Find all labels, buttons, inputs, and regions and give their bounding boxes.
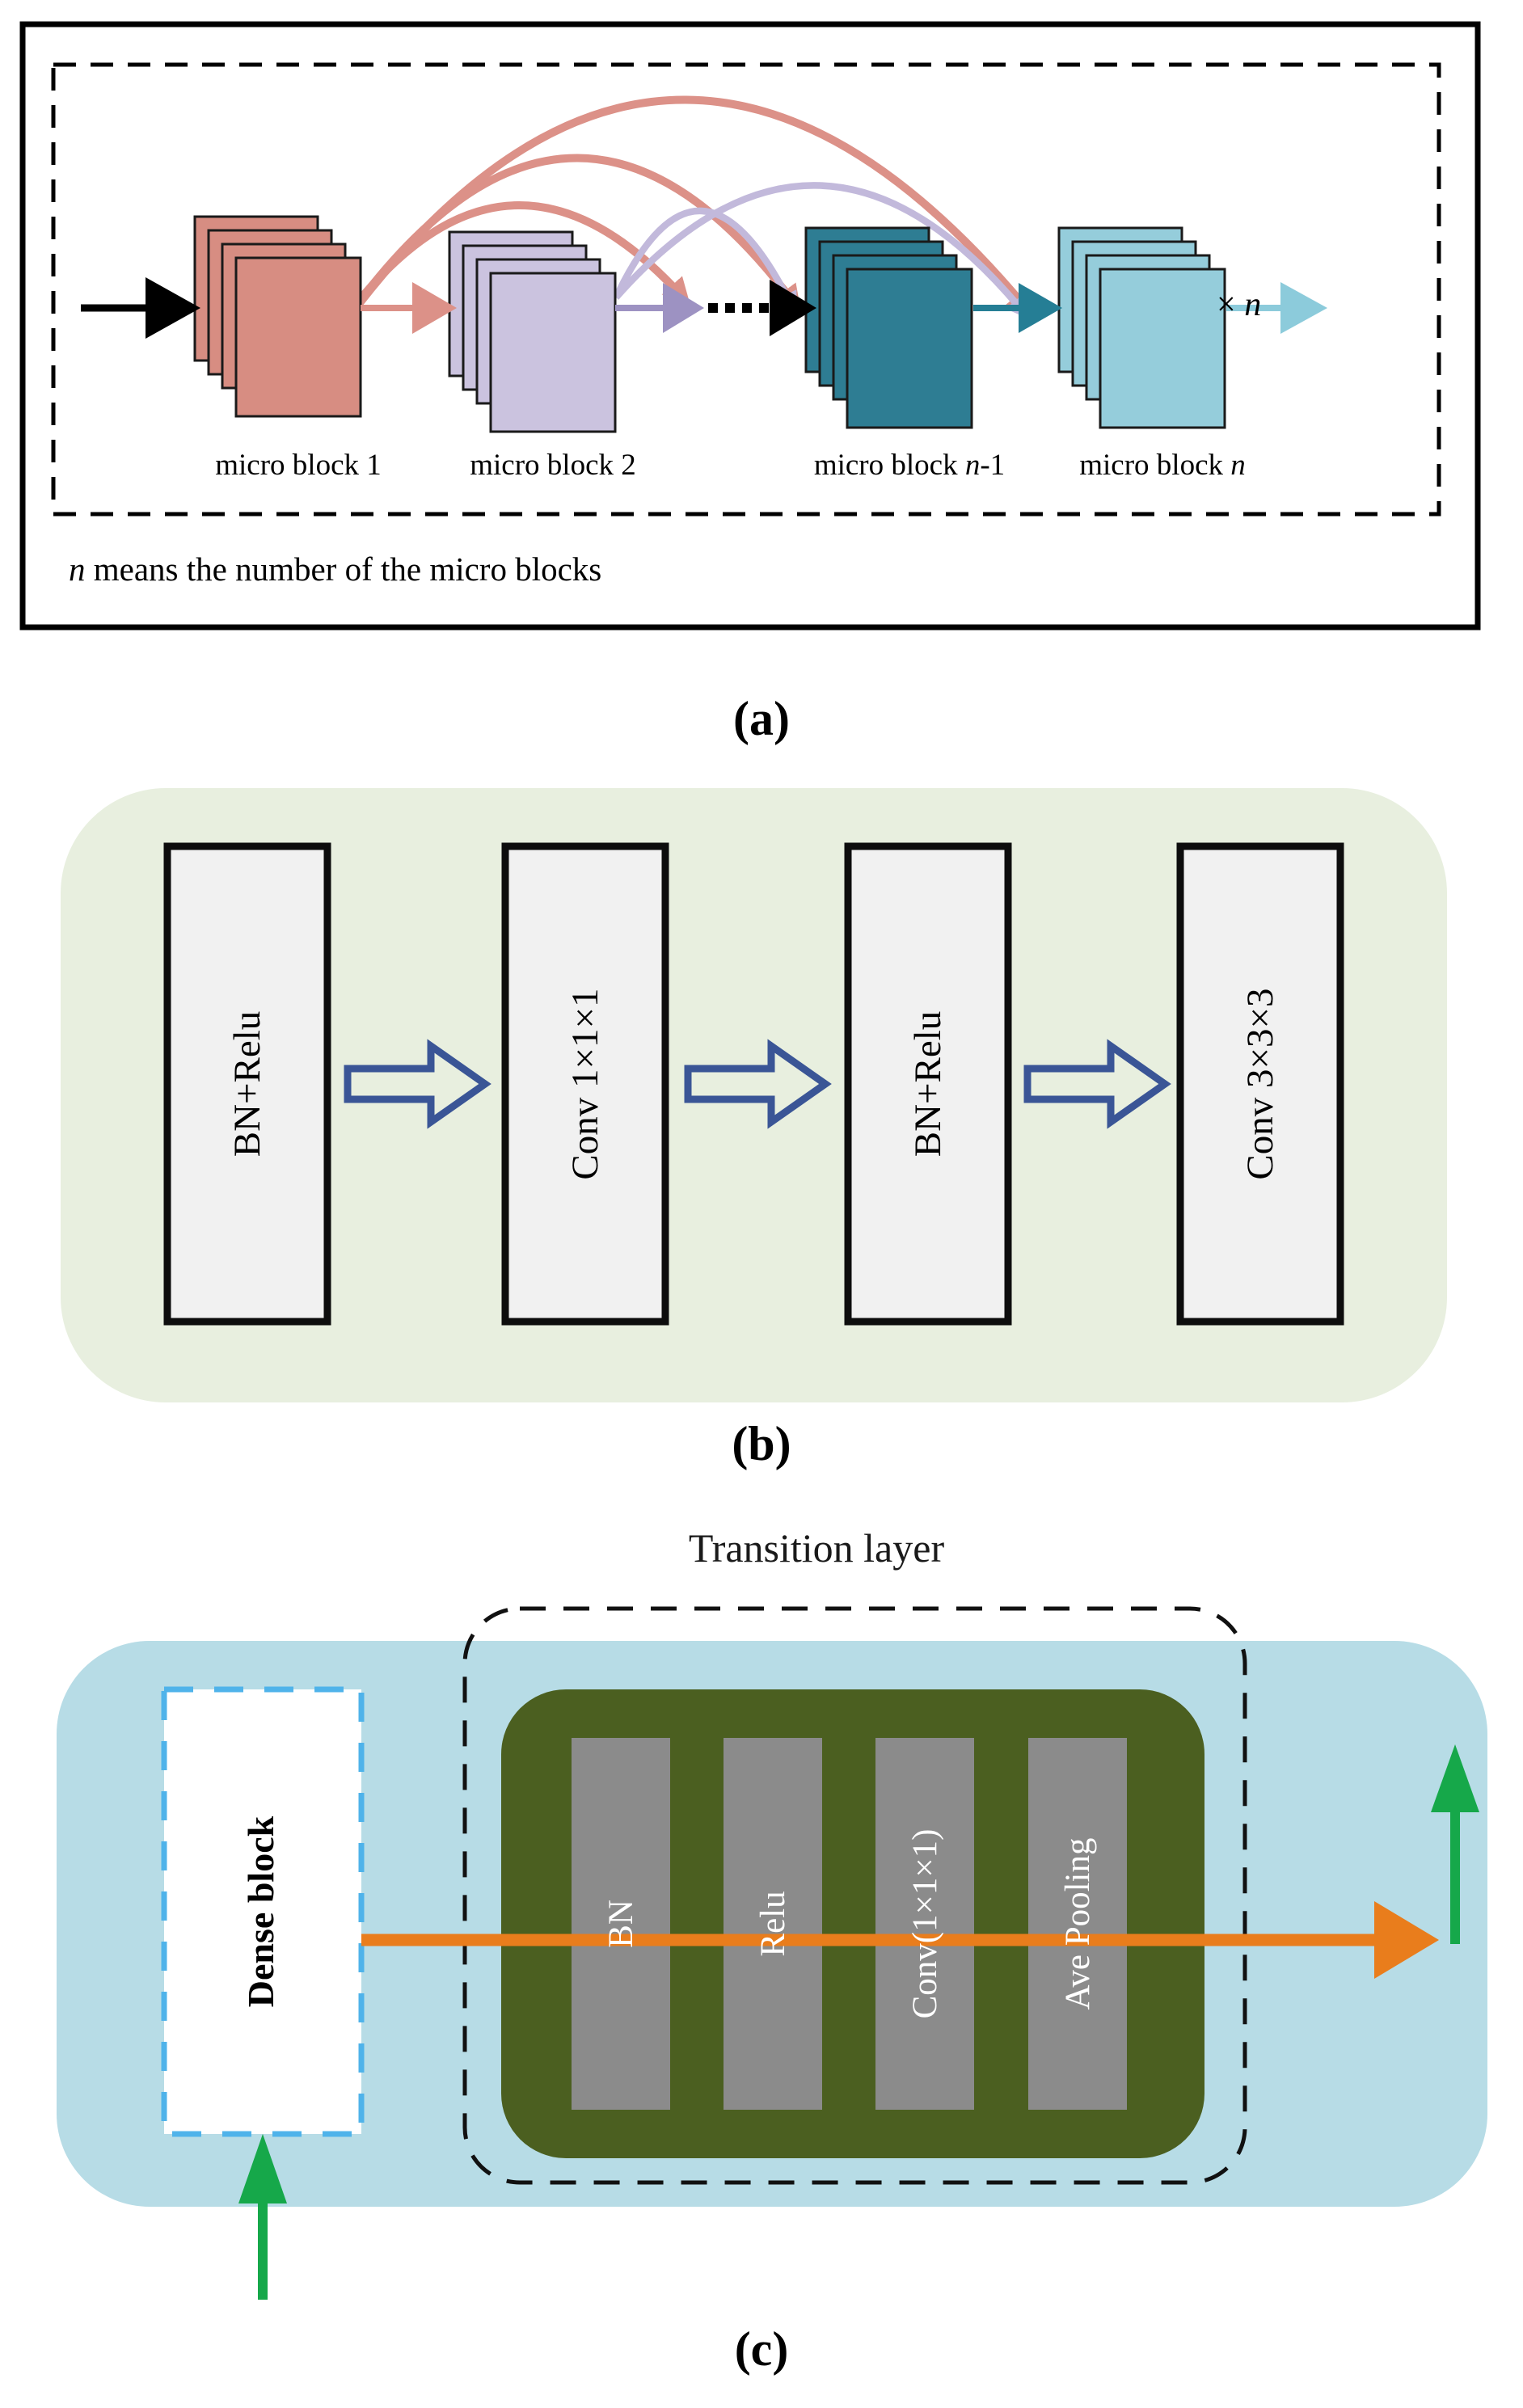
panel-c-transition-layer-diagram: Transition layer Dense block BN Relu — [57, 1525, 1487, 2300]
transition-op-labels: BN Relu Conv(1×1×1) Ave Pooling — [602, 1829, 1097, 2019]
panel-a-dashed-frame — [51, 62, 1441, 517]
micro-block-n-1-label: micro block n-1 — [814, 449, 1005, 482]
micro-block-2-label: micro block 2 — [470, 449, 636, 482]
dense-block-label: Dense block — [240, 1815, 281, 2007]
dense-block-box — [161, 1686, 365, 2137]
output-arrow-head — [1431, 1744, 1479, 1812]
panel-a-footnote: n means the number of the micro blocks — [69, 550, 601, 588]
micro-block-1-label: micro block 1 — [215, 449, 382, 482]
caption-c: (c) — [734, 2322, 789, 2376]
block-arrow-1 — [344, 1039, 491, 1129]
block-arrow-2 — [684, 1039, 832, 1129]
micro-block-n-stack — [1057, 226, 1226, 429]
micro-block-n-1-stack — [804, 226, 973, 429]
bn-label: BN — [602, 1900, 640, 1948]
conv-1x1x1-label: Conv 1×1×1 — [564, 988, 606, 1179]
arc-block1-to-blockn — [356, 95, 1034, 318]
flow-arrows — [81, 277, 1327, 339]
bn-relu-label-1: BN+Relu — [226, 1011, 268, 1158]
ave-pooling-bar — [1028, 1738, 1127, 2110]
bn-bar — [572, 1738, 670, 2110]
relu-label: Relu — [754, 1891, 792, 1956]
ellipsis-dotted-arrow — [708, 280, 816, 336]
skip-connection-arcs — [356, 95, 1034, 319]
conv-3x3x3-box — [1176, 842, 1344, 1326]
conv-label: Conv(1×1×1) — [906, 1829, 944, 2019]
conv-1x1x1-box — [501, 842, 669, 1326]
panel-b-boxes — [163, 842, 1344, 1326]
relu-bar — [724, 1738, 822, 2110]
block-arrow-3 — [1023, 1039, 1171, 1129]
flow-arrow-head — [1374, 1901, 1439, 1979]
arc-block2-to-blockn1 — [613, 207, 797, 316]
repeat-times-n-label: × n — [1217, 286, 1261, 323]
panel-a-dense-block-diagram: × n micro block 1 micro block 2 micro bl… — [19, 21, 1481, 630]
transition-layer-ops — [572, 1738, 1127, 2110]
bn-relu-box-2 — [844, 842, 1012, 1326]
caption-b: (b) — [732, 1417, 791, 1470]
transition-layer-title: Transition layer — [689, 1525, 945, 1571]
panel-a-outer-frame — [19, 21, 1481, 630]
panel-b-arrows — [344, 1039, 1171, 1129]
conv-3x3x3-label: Conv 3×3×3 — [1239, 988, 1281, 1179]
micro-block-1-stack — [193, 215, 362, 418]
panel-b-box-labels: BN+Relu Conv 1×1×1 BN+Relu Conv 3×3×3 — [226, 988, 1281, 1179]
panel-b-background — [61, 788, 1447, 1402]
bn-relu-label-2: BN+Relu — [907, 1011, 949, 1158]
output-arrow-head — [1280, 282, 1327, 334]
arrow-n1-n-head — [1019, 283, 1062, 333]
arc-block2-to-blockn — [613, 182, 1030, 319]
panel-b-micro-block-diagram: BN+Relu Conv 1×1×1 BN+Relu Conv 3×3×3 — [61, 788, 1447, 1402]
transition-layer-dashed-boundary — [462, 1606, 1247, 2185]
micro-block-n-label: micro block n — [1079, 449, 1246, 482]
arrow-1-2-head — [412, 282, 457, 334]
micro-block-2-stack — [448, 230, 617, 433]
input-arrow-head — [146, 277, 200, 339]
ave-pooling-label: Ave Pooling — [1059, 1837, 1097, 2009]
arrow-2-out-head — [663, 283, 704, 333]
bn-relu-box-1 — [163, 842, 331, 1326]
conv-bar — [875, 1738, 974, 2110]
caption-a: (a) — [733, 692, 790, 745]
input-arrow-head — [238, 2134, 287, 2203]
